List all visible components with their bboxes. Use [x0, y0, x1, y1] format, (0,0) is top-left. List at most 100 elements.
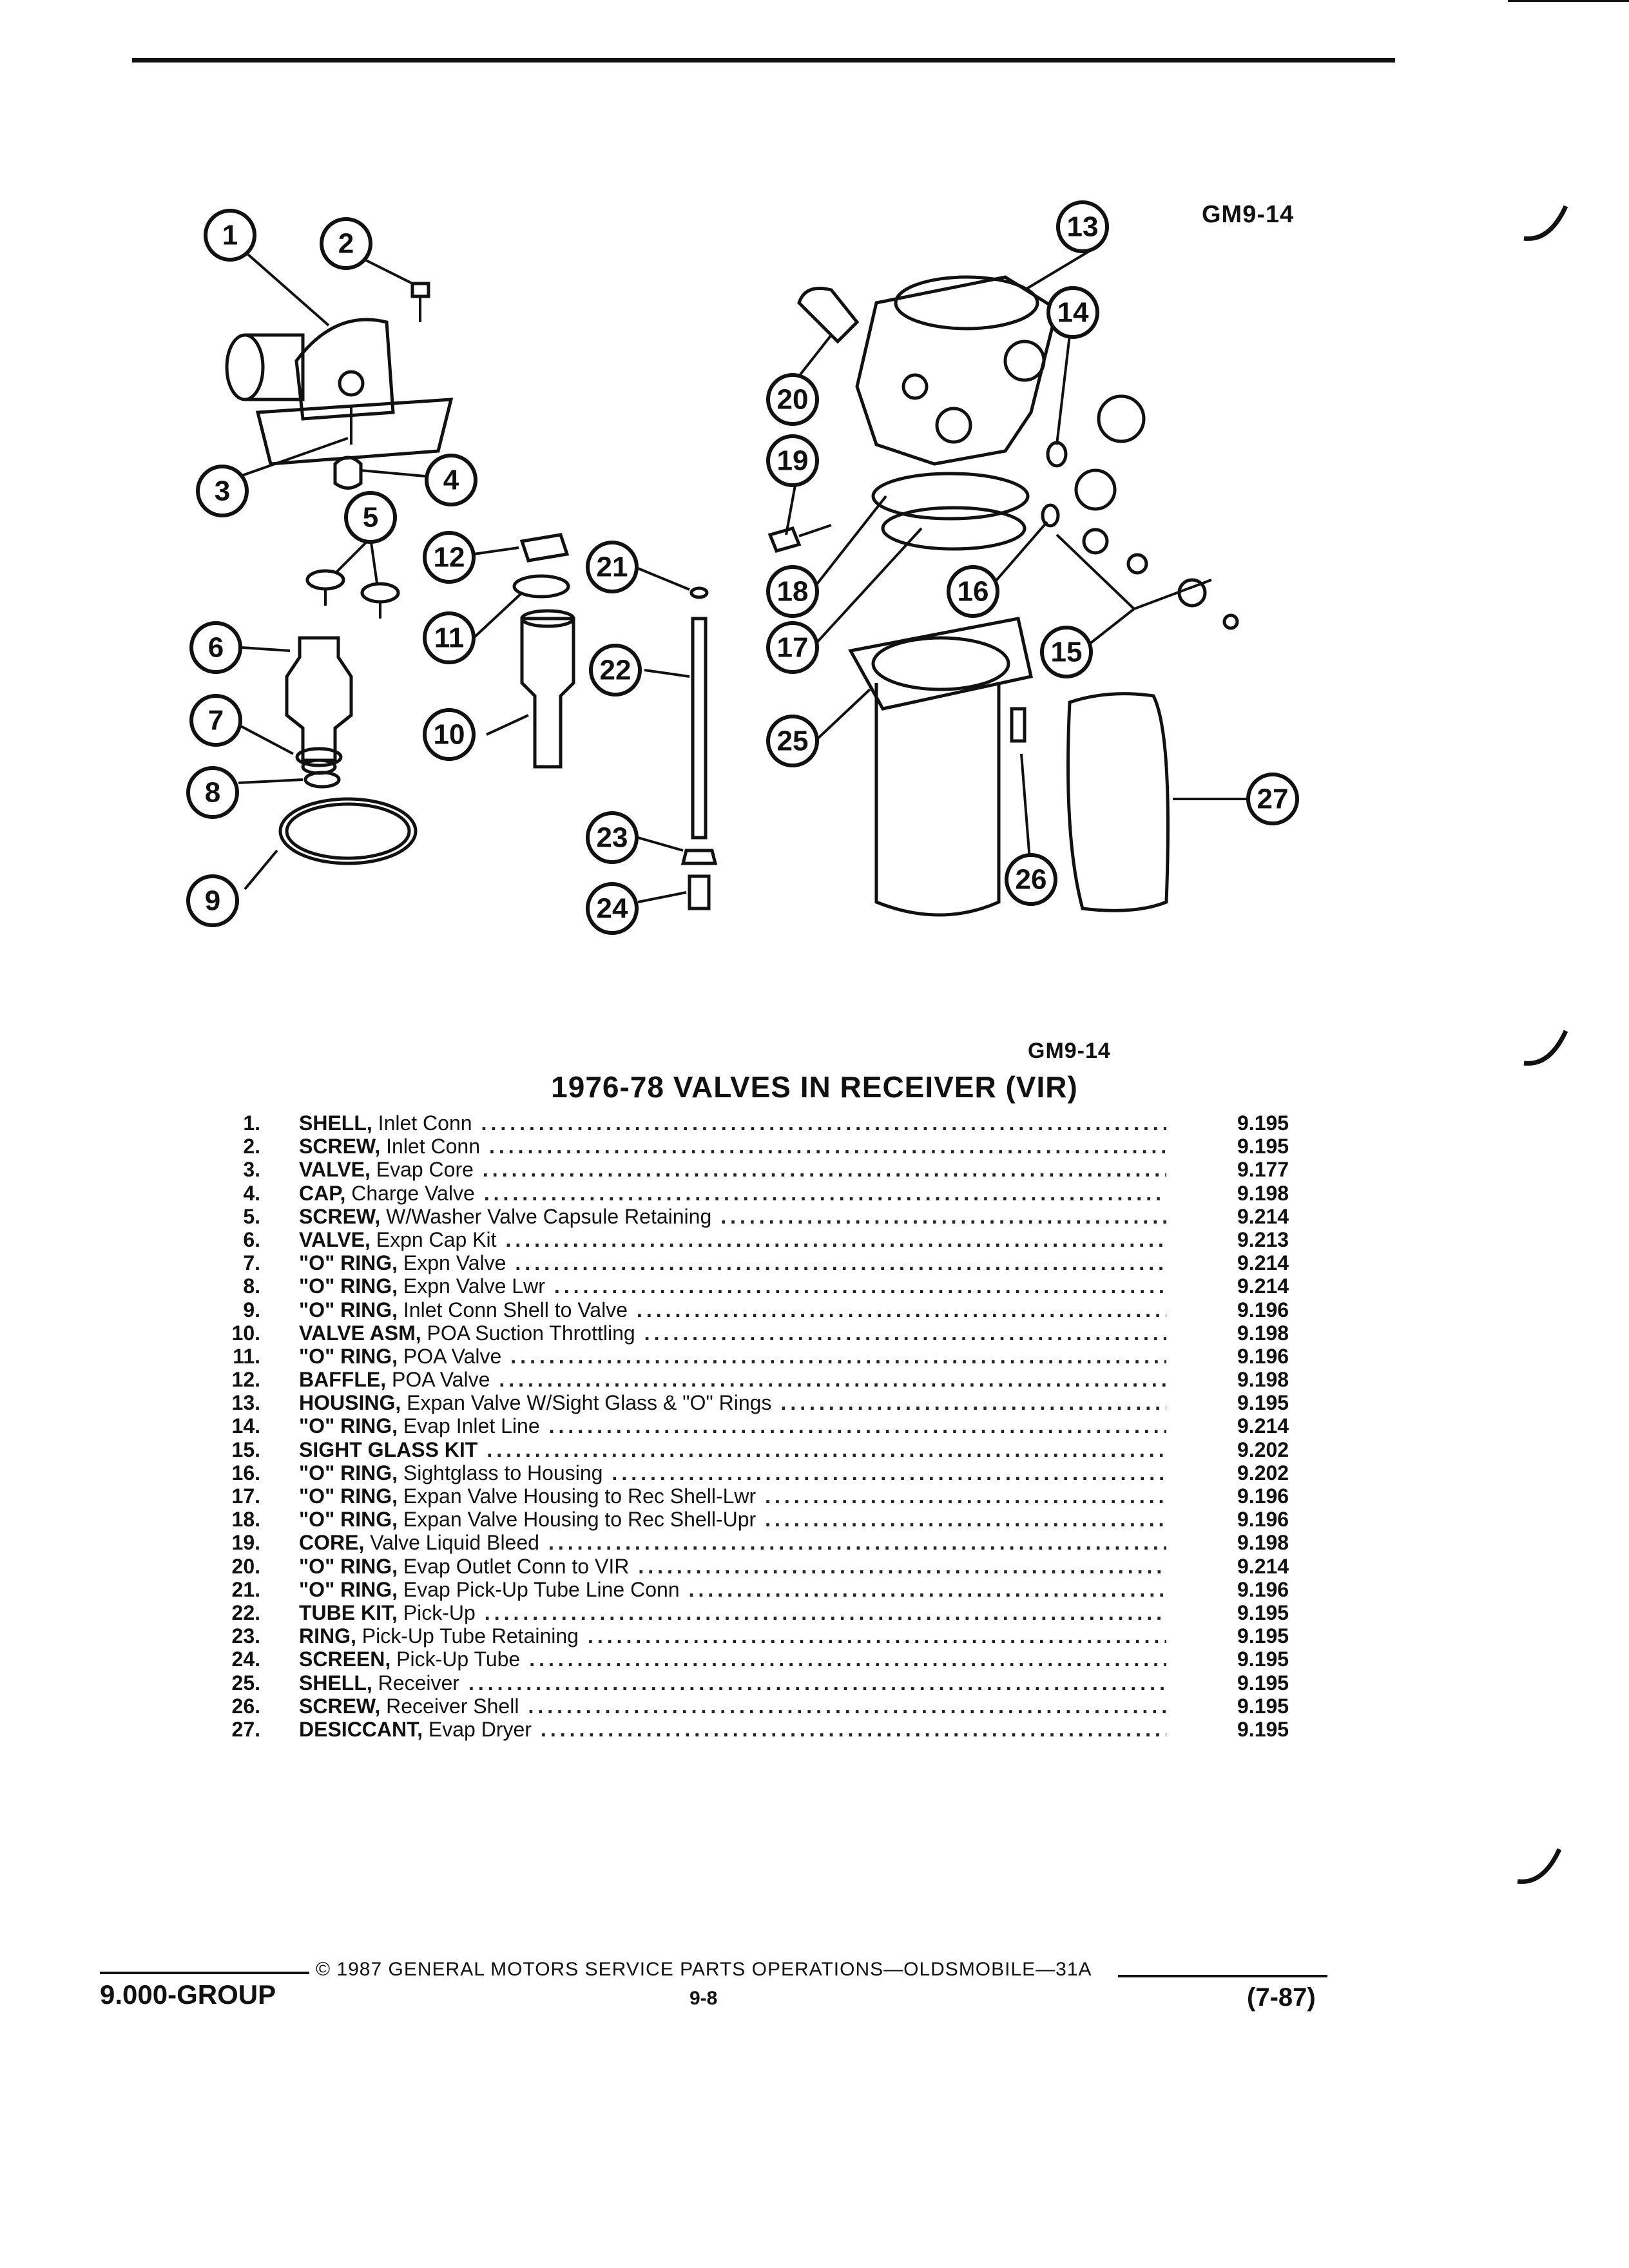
margin-check-mark [1523, 205, 1568, 241]
item-name: CORE, [299, 1531, 365, 1555]
callout-15: 15 [1040, 626, 1093, 678]
callout-22: 22 [589, 644, 642, 697]
callout-18: 18 [766, 565, 819, 618]
list-item: 3.VALVE, Evap Core9.177 [206, 1158, 1315, 1181]
item-number: 13. [231, 1391, 260, 1415]
item-name: "O" RING, [299, 1414, 398, 1438]
dot-leader [515, 1251, 1166, 1275]
inlet-conn-shell-drawing [225, 318, 454, 466]
list-item: 4.CAP, Charge Valve9.198 [206, 1182, 1315, 1205]
item-name: SCREW, [299, 1135, 381, 1158]
svg-text:13: 13 [1067, 211, 1099, 243]
dot-leader [612, 1461, 1166, 1485]
footer-copyright: © 1987 GENERAL MOTORS SERVICE PARTS OPER… [316, 1959, 1092, 1980]
item-description: Receiver [372, 1671, 459, 1695]
svg-text:24: 24 [597, 893, 628, 925]
callout-5: 5 [344, 491, 397, 544]
item-number: 11. [233, 1344, 260, 1368]
footer-rule-right [1118, 1975, 1327, 1977]
dot-leader [505, 1228, 1166, 1252]
svg-text:8: 8 [205, 777, 220, 809]
callout-14: 14 [1046, 286, 1099, 339]
item-description: POA Suction Throttling [421, 1321, 635, 1345]
item-number: 10. [231, 1321, 260, 1345]
item-reference: 9.198 [1237, 1531, 1289, 1555]
dot-leader [484, 1182, 1166, 1206]
item-reference: 9.196 [1237, 1485, 1289, 1508]
item-reference: 9.195 [1237, 1600, 1289, 1624]
item-number: 24. [231, 1648, 260, 1671]
dot-leader [689, 1578, 1166, 1602]
callout-4: 4 [425, 454, 477, 506]
footer-group-label: 9.000-GROUP [100, 1979, 276, 2010]
list-item: 16."O" RING, Sightglass to Housing9.202 [206, 1461, 1315, 1485]
callout-25: 25 [766, 715, 819, 767]
pickup-screen-drawing [688, 874, 711, 910]
housing-lwr-o-ring-drawing [881, 506, 1027, 551]
item-name: RING, [299, 1624, 356, 1648]
callout-12: 12 [423, 531, 476, 584]
item-number: 26. [231, 1694, 260, 1718]
item-name: SIGHT GLASS KIT [299, 1437, 478, 1461]
margin-check-mark [1517, 1848, 1562, 1884]
item-name: SCREW, [299, 1694, 381, 1718]
item-reference: 9.214 [1237, 1204, 1289, 1228]
list-item: 11."O" RING, POA Valve9.196 [206, 1345, 1315, 1368]
poa-valve-o-ring-drawing [512, 574, 570, 599]
poa-baffle-drawing [519, 533, 570, 562]
item-number: 8. [243, 1274, 260, 1298]
item-description: Expan Valve W/Sight Glass & "O" Rings [401, 1391, 772, 1415]
item-description: Evap Pick-Up Tube Line Conn [398, 1577, 680, 1601]
expan-valve-housing-drawing [855, 275, 1059, 466]
item-description: Expn Cap Kit [370, 1227, 497, 1251]
dot-leader [588, 1624, 1166, 1648]
item-number: 22. [231, 1600, 260, 1624]
pickup-tube-ring-drawing [680, 849, 718, 865]
footer-revision-date: (7-87) [1247, 1983, 1316, 2012]
item-description: Pick-Up Tube [390, 1648, 521, 1671]
dot-leader [528, 1695, 1166, 1718]
dot-leader [483, 1158, 1166, 1182]
callout-2: 2 [320, 217, 372, 270]
item-description: Pick-Up Tube Retaining [356, 1624, 579, 1648]
list-item: 10.VALVE ASM, POA Suction Throttling9.19… [206, 1321, 1315, 1345]
pickup-tube-drawing [691, 617, 708, 840]
item-reference: 9.195 [1237, 1624, 1289, 1648]
item-reference: 9.202 [1237, 1461, 1289, 1485]
callout-24: 24 [586, 882, 639, 935]
item-number: 20. [231, 1554, 260, 1578]
item-reference: 9.196 [1237, 1508, 1289, 1532]
item-name: HOUSING, [299, 1391, 401, 1415]
callout-9: 9 [186, 874, 239, 927]
item-reference: 9.177 [1237, 1158, 1289, 1182]
dot-leader [549, 1414, 1166, 1438]
svg-text:12: 12 [434, 542, 465, 573]
list-item: 14."O" RING, Evap Inlet Line9.214 [206, 1414, 1315, 1437]
svg-text:18: 18 [777, 576, 809, 608]
item-number: 6. [243, 1227, 260, 1251]
callout-16: 16 [947, 565, 999, 618]
item-reference: 9.214 [1237, 1251, 1289, 1275]
item-number: 5. [243, 1204, 260, 1228]
item-name: "O" RING, [299, 1508, 398, 1532]
list-item: 22.TUBE KIT, Pick-Up9.195 [206, 1601, 1315, 1624]
item-description: POA Valve [386, 1368, 490, 1392]
corner-rule [1508, 0, 1629, 2]
svg-text:17: 17 [777, 632, 809, 664]
exploded-parts-diagram: 1 2 3 4 5 6 7 8 9 10 11 12 13 14 15 16 1… [186, 200, 1299, 935]
item-name: SCREW, [299, 1204, 381, 1228]
housing-upr-o-ring-drawing [871, 472, 1030, 521]
item-reference: 9.195 [1237, 1135, 1289, 1158]
list-item: 8."O" RING, Expn Valve Lwr9.214 [206, 1274, 1315, 1298]
list-item: 25.SHELL, Receiver9.195 [206, 1671, 1315, 1695]
item-description: Expn Valve [398, 1251, 506, 1275]
item-description: W/Washer Valve Capsule Retaining [380, 1204, 712, 1228]
item-name: VALVE, [299, 1158, 371, 1182]
svg-text:22: 22 [600, 655, 631, 686]
callout-6: 6 [189, 621, 242, 674]
svg-text:5: 5 [363, 502, 378, 533]
list-item: 12.BAFFLE, POA Valve9.198 [206, 1368, 1315, 1391]
item-name: "O" RING, [299, 1485, 398, 1508]
dot-leader [554, 1274, 1166, 1298]
callout-8: 8 [186, 766, 239, 819]
